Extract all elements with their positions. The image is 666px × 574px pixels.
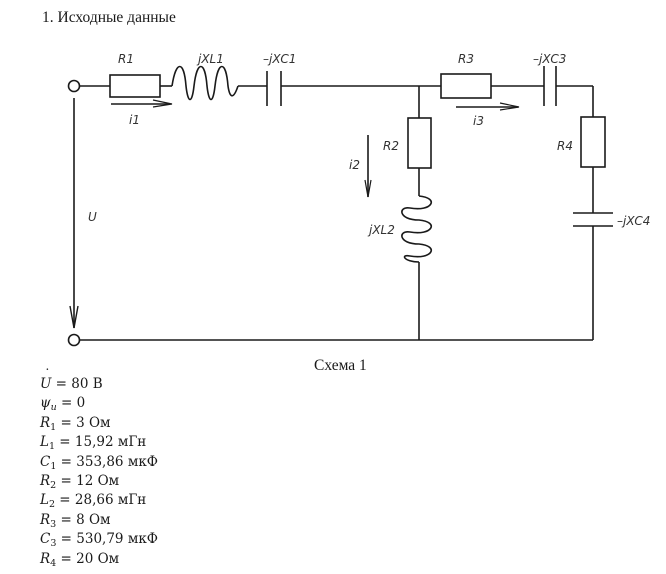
param-symbol: R xyxy=(40,511,51,528)
param-subscript: u xyxy=(50,402,57,414)
current-arrowhead-i2 xyxy=(364,179,372,198)
figure-caption: Схема 1 xyxy=(314,357,367,374)
param-value: = 0 xyxy=(56,395,86,412)
param-symbol: L xyxy=(40,492,49,509)
param-symbol: L xyxy=(40,434,49,451)
param-symbol: U xyxy=(40,366,51,394)
label-r2: R2 xyxy=(383,139,399,153)
param-value: = 8 Ом xyxy=(56,511,111,528)
label-u: U xyxy=(88,210,97,224)
param-symbol: R xyxy=(40,550,51,567)
current-arrowhead-i1 xyxy=(152,99,173,108)
param-value: = 12 Ом xyxy=(56,472,120,489)
label-xc4: –jXC4 xyxy=(617,214,650,228)
label-r3: R3 xyxy=(458,52,474,66)
parameter-item: L2 = 28,66 мГн xyxy=(40,491,158,510)
inductor-l2 xyxy=(401,195,432,263)
param-subscript: 3 xyxy=(50,518,57,530)
param-symbol: ψ xyxy=(40,395,51,412)
parameter-item: U = 80 В xyxy=(40,366,158,394)
inductor-l1 xyxy=(171,65,239,101)
label-xl2: jXL2 xyxy=(367,223,395,237)
input-terminal-top xyxy=(67,79,81,93)
param-symbol: R xyxy=(40,414,51,431)
parameter-item: R1 = 3 Ом xyxy=(40,414,158,433)
param-value: = 80 В xyxy=(51,376,103,392)
parameter-item: C3 = 530,79 мкФ xyxy=(40,530,158,549)
parameter-item: ψu = 0 xyxy=(40,394,158,413)
param-symbol: C xyxy=(40,531,51,548)
label-i3: i3 xyxy=(473,114,484,128)
param-value: = 353,86 мкФ xyxy=(56,453,158,470)
param-subscript: 3 xyxy=(50,538,57,550)
label-xl1: jXL1 xyxy=(196,52,224,66)
resistor-r1 xyxy=(109,74,161,98)
param-subscript: 1 xyxy=(50,421,57,433)
parameter-list: U = 80 В ψu = 0 R1 = 3 Ом L1 = 15,92 мГн… xyxy=(40,366,158,569)
param-value: = 3 Ом xyxy=(56,414,111,431)
input-terminal-bottom xyxy=(67,333,81,347)
param-subscript: 4 xyxy=(50,557,57,569)
param-value: = 530,79 мкФ xyxy=(56,531,158,548)
parameter-item: L1 = 15,92 мГн xyxy=(40,433,158,452)
param-subscript: 1 xyxy=(50,460,57,472)
label-r4: R4 xyxy=(557,139,573,153)
parameter-item: R3 = 8 Ом xyxy=(40,511,158,530)
param-symbol: R xyxy=(40,472,51,489)
param-value: = 15,92 мГн xyxy=(55,434,147,451)
param-symbol: C xyxy=(40,453,51,470)
resistor-r2 xyxy=(407,117,432,169)
label-r1: R1 xyxy=(118,52,134,66)
label-xc3: –jXC3 xyxy=(533,52,566,66)
current-arrowhead-i3 xyxy=(499,102,520,111)
param-subscript: 2 xyxy=(50,479,57,491)
resistor-r3 xyxy=(440,73,492,99)
parameter-item: R2 = 12 Ом xyxy=(40,472,158,491)
circuit-schematic: R1 jXL1 –jXC1 R3 –jXC3 R2 jXL2 R4 –jXC4 … xyxy=(67,52,650,347)
param-subscript: 2 xyxy=(48,499,56,511)
param-subscript: 1 xyxy=(48,441,56,453)
param-value: = 28,66 мГн xyxy=(55,492,147,509)
parameter-item: R4 = 20 Ом xyxy=(40,550,158,569)
param-value: = 20 Ом xyxy=(56,550,120,567)
label-xc1: –jXC1 xyxy=(263,52,296,66)
voltage-arrowhead-u xyxy=(69,305,79,329)
label-i2: i2 xyxy=(349,158,360,172)
parameter-item: C1 = 353,86 мкФ xyxy=(40,453,158,472)
label-i1: i1 xyxy=(129,113,140,127)
section-heading: 1. Исходные данные xyxy=(42,9,176,26)
resistor-r4 xyxy=(580,116,606,168)
